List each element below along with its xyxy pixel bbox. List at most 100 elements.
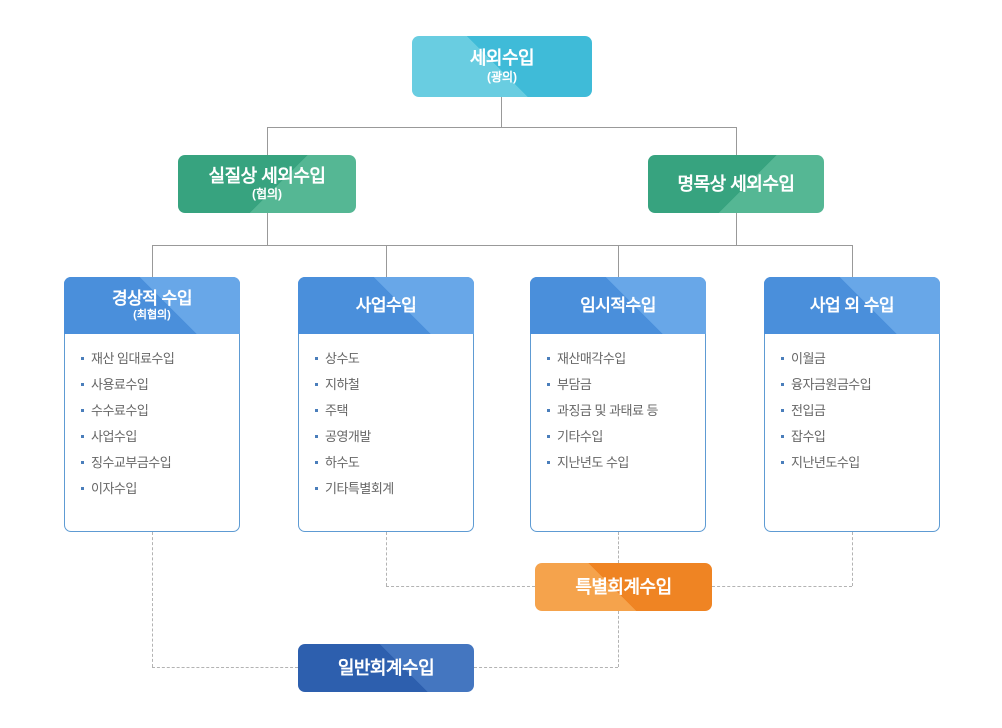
list-item-label: 징수교부금수입 xyxy=(91,455,172,470)
bullet-icon xyxy=(781,383,784,387)
list-item-label: 상수도 xyxy=(325,351,360,366)
list-item: 지난년도수입 xyxy=(781,450,933,476)
list-item: 지하철 xyxy=(315,372,467,398)
list-item-label: 지난년도 수입 xyxy=(557,455,629,470)
connector-drop-col4 xyxy=(852,245,853,277)
dashed-col2-to-special xyxy=(386,586,535,587)
bullet-icon xyxy=(781,461,784,465)
node-nominal-nontax: 명목상 세외수입 xyxy=(648,155,824,213)
list-item-label: 하수도 xyxy=(325,455,360,470)
dashed-col1-to-general xyxy=(152,667,298,668)
list-item: 재산매각수입 xyxy=(547,346,699,372)
list-item-label: 공영개발 xyxy=(325,429,371,444)
column-nonbusiness-revenue-list: 이월금 융자금원금수입 전입금 잡수입 지난년도수입 xyxy=(765,334,939,476)
bullet-icon xyxy=(547,357,550,361)
bullet-icon xyxy=(81,461,84,465)
bullet-icon xyxy=(781,435,784,439)
list-item-label: 수수료수입 xyxy=(91,403,149,418)
node-special-account-revenue: 특별회계수입 xyxy=(535,563,712,611)
list-item: 기타특별회계 xyxy=(315,476,467,502)
column-temporary-revenue-list: 재산매각수입 부담금 과징금 및 과태료 등 기타수입 지난년도 수입 xyxy=(531,334,705,476)
connector-drop-green-left xyxy=(267,127,268,155)
bullet-icon xyxy=(81,409,84,413)
list-item: 사업수입 xyxy=(81,424,233,450)
bullet-icon xyxy=(315,383,318,387)
column-title: 사업수입 xyxy=(355,295,417,315)
list-item-label: 이월금 xyxy=(791,351,826,366)
dashed-col1-down xyxy=(152,532,153,667)
list-item: 이자수입 xyxy=(81,476,233,502)
bullet-icon xyxy=(315,357,318,361)
bullet-icon xyxy=(81,383,84,387)
column-nonbusiness-revenue: 사업 외 수입 이월금 융자금원금수입 전입금 잡수입 지난년도수입 xyxy=(764,277,940,532)
list-item-label: 재산 임대료수입 xyxy=(91,351,175,366)
dashed-col4-to-special xyxy=(712,586,852,587)
column-business-revenue: 사업수입 상수도 지하철 주택 공영개발 하수도 기타특별회계 xyxy=(298,277,474,532)
list-item-label: 부담금 xyxy=(557,377,592,392)
node-root-title: 세외수입 xyxy=(469,48,535,69)
list-item-label: 사업수입 xyxy=(91,429,137,444)
bullet-icon xyxy=(315,435,318,439)
list-item-label: 잡수입 xyxy=(791,429,826,444)
list-item-label: 과징금 및 과태료 등 xyxy=(557,403,659,418)
connector-green-left-down xyxy=(267,213,268,245)
dashed-col3-to-special xyxy=(618,532,619,563)
list-item: 공영개발 xyxy=(315,424,467,450)
list-item: 융자금원금수입 xyxy=(781,372,933,398)
column-temporary-revenue-header: 임시적수입 xyxy=(530,277,706,334)
list-item: 수수료수입 xyxy=(81,398,233,424)
list-item: 지난년도 수입 xyxy=(547,450,699,476)
list-item: 재산 임대료수입 xyxy=(81,346,233,372)
dashed-special-to-general xyxy=(474,667,618,668)
bullet-icon xyxy=(81,487,84,491)
list-item-label: 지하철 xyxy=(325,377,360,392)
list-item-label: 지난년도수입 xyxy=(791,455,860,470)
column-title: 임시적수입 xyxy=(580,295,656,315)
node-general-account-revenue: 일반회계수입 xyxy=(298,644,474,692)
connector-drop-col3 xyxy=(618,245,619,277)
list-item-label: 이자수입 xyxy=(91,481,137,496)
node-real-nontax-title: 실질상 세외수입 xyxy=(208,165,326,186)
list-item-label: 기타수입 xyxy=(557,429,603,444)
list-item: 주택 xyxy=(315,398,467,424)
node-nominal-nontax-title: 명목상 세외수입 xyxy=(677,173,795,194)
column-nonbusiness-revenue-header: 사업 외 수입 xyxy=(764,277,940,334)
list-item-label: 전입금 xyxy=(791,403,826,418)
list-item: 징수교부금수입 xyxy=(81,450,233,476)
dashed-special-down xyxy=(618,611,619,667)
list-item-label: 사용료수입 xyxy=(91,377,149,392)
list-item: 잡수입 xyxy=(781,424,933,450)
list-item: 이월금 xyxy=(781,346,933,372)
node-real-nontax-subtitle: (협의) xyxy=(251,187,283,202)
node-general-account-label: 일반회계수입 xyxy=(337,657,435,678)
connector-green-right-down xyxy=(736,213,737,245)
column-temporary-revenue: 임시적수입 재산매각수입 부담금 과징금 및 과태료 등 기타수입 지난년도 수… xyxy=(530,277,706,532)
list-item: 전입금 xyxy=(781,398,933,424)
list-item-label: 기타특별회계 xyxy=(325,481,394,496)
node-root: 세외수입 (광의) xyxy=(412,36,592,97)
dashed-col4-down xyxy=(852,532,853,586)
list-item-label: 재산매각수입 xyxy=(557,351,626,366)
list-item: 상수도 xyxy=(315,346,467,372)
dashed-col2-down xyxy=(386,532,387,586)
bullet-icon xyxy=(315,409,318,413)
connector-level1-rail xyxy=(267,127,736,128)
bullet-icon xyxy=(315,461,318,465)
list-item: 하수도 xyxy=(315,450,467,476)
connector-level2-rail xyxy=(152,245,852,246)
list-item: 사용료수입 xyxy=(81,372,233,398)
bullet-icon xyxy=(81,357,84,361)
list-item: 과징금 및 과태료 등 xyxy=(547,398,699,424)
node-root-subtitle: (광의) xyxy=(486,69,518,84)
bullet-icon xyxy=(547,409,550,413)
node-special-account-label: 특별회계수입 xyxy=(575,576,672,597)
bullet-icon xyxy=(781,357,784,361)
bullet-icon xyxy=(547,435,550,439)
connector-drop-col1 xyxy=(152,245,153,277)
bullet-icon xyxy=(547,461,550,465)
column-ordinary-revenue-list: 재산 임대료수입 사용료수입 수수료수입 사업수입 징수교부금수입 이자수입 xyxy=(65,334,239,502)
bullet-icon xyxy=(315,487,318,491)
list-item-label: 융자금원금수입 xyxy=(791,377,872,392)
connector-drop-col2 xyxy=(386,245,387,277)
